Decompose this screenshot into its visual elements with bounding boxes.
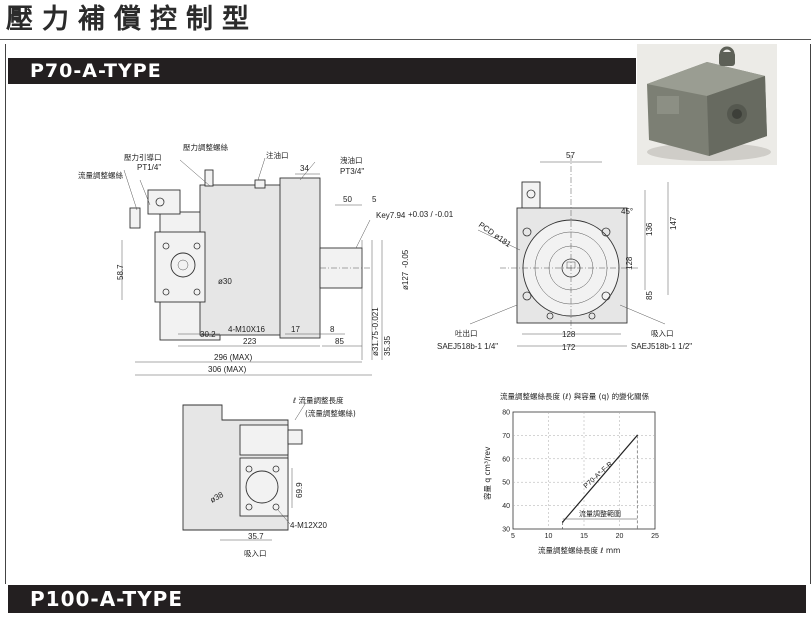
flow-capacity-chart: 流量調整螺絲長度 (ℓ) 與容量 (q) 的變化關係 5 10 15 20 25 30 40 5… (482, 391, 659, 555)
section-label-p100: P100-A-TYPE (30, 587, 183, 611)
shaft-diameter-label: ø31.75 (371, 331, 380, 356)
detail-suction-port-label: 吸入口 (244, 549, 267, 558)
pressure-adjust-screw-label: 壓力調整螺絲 (183, 142, 228, 152)
pilot-tolerance-label: -0.05 (401, 249, 410, 268)
dim-50-label: 50 (343, 195, 352, 204)
discharge-spec-label: SAEJ518b-1 1/4" (437, 342, 498, 351)
drain-size-label: PT3/4" (340, 167, 364, 176)
chart-ytick-5: 80 (502, 410, 510, 417)
pump-photo-image (637, 44, 777, 165)
key-label: Key7.94 (376, 211, 406, 220)
chart-xtick-3: 20 (616, 533, 624, 540)
dim-17-label: 17 (291, 325, 300, 334)
dim-69-9-label: 69.9 (295, 482, 304, 498)
pump-photo (637, 44, 777, 165)
dim-306-label: 306 (MAX) (208, 365, 247, 374)
discharge-port-label: 吐出口 (455, 328, 478, 338)
dim-5-label: 5 (372, 195, 377, 204)
section-header-p70: P70-A-TYPE (8, 58, 636, 84)
page-title: 壓力補償控制型 (6, 4, 258, 35)
angle-label: 45° (621, 207, 633, 216)
dim-34-label: 34 (300, 164, 309, 173)
detail-flow-adjust-screw-label: (流量調整螺絲) (305, 408, 356, 418)
chart-xtick-1: 10 (545, 533, 553, 540)
dim-85v-label: 85 (645, 291, 654, 300)
pilot-diameter-label: ø127 (401, 271, 410, 290)
section-label-p70: P70-A-TYPE (30, 60, 162, 82)
shaft-length-label: 35.35 (383, 335, 392, 356)
pressure-pilot-size-label: PT1/4" (137, 163, 161, 172)
detail-bolts-label: 4-M12X20 (290, 521, 327, 530)
section-header-p100: P100-A-TYPE (8, 585, 806, 613)
dim-128v-label: 128 (625, 256, 634, 270)
flow-adjust-screw-label: 流量調整螺絲 (78, 170, 123, 180)
flow-adjust-length-label: ℓ 流量調整長度 (292, 395, 344, 405)
chart-ytick-2: 50 (502, 480, 510, 487)
chart-range-label: 流量調整範圍 (579, 509, 621, 518)
dim-30-2-label: 30.2 (200, 330, 216, 339)
phi30-label: ø30 (218, 277, 232, 286)
side-view-drawing (121, 157, 383, 376)
drain-port-label: 洩油口 (340, 155, 363, 165)
shaft-tolerance-label: -0.021 (371, 307, 380, 330)
oil-fill-port-label: 注油口 (266, 150, 289, 160)
dim-8-label: 8 (330, 325, 335, 334)
dim-35-7-label: 35.7 (248, 532, 264, 541)
chart-xtick-0: 5 (511, 533, 515, 540)
chart-y-axis-label: 容量 q cm³/rev (482, 446, 492, 500)
title-rule (0, 39, 811, 40)
dim-147-label: 147 (669, 216, 678, 230)
dim-172-label: 172 (562, 343, 576, 352)
dim-128h-label: 128 (562, 330, 576, 339)
detail-view-drawing (182, 403, 306, 541)
front-view-drawing (469, 155, 669, 347)
dim-223-label: 223 (243, 337, 257, 346)
suction-spec-label: SAEJ518b-1 1/2" (631, 342, 692, 351)
pressure-pilot-port-label: 壓力引導口 (124, 152, 162, 162)
chart-ytick-3: 60 (502, 456, 510, 463)
chart-series-line (562, 435, 638, 523)
chart-ytick-4: 70 (502, 433, 510, 440)
dim-85-label: 85 (335, 337, 344, 346)
dim-136-label: 136 (645, 222, 654, 236)
chart-xtick-4: 25 (651, 533, 659, 540)
dim-57-label: 57 (566, 151, 575, 160)
dim-58-7-label: 58.7 (116, 264, 125, 280)
chart-ytick-0: 30 (502, 527, 510, 534)
chart-ytick-1: 40 (502, 503, 510, 510)
chart-title: 流量調整螺絲長度 (ℓ) 與容量 (q) 的變化關係 (500, 391, 650, 401)
pcd-label: PCD ø181 (477, 220, 513, 249)
suction-port-label: 吸入口 (651, 329, 674, 338)
chart-x-axis-label: 流量調整螺絲長度 ℓ mm (538, 545, 620, 555)
chart-xtick-2: 15 (580, 533, 588, 540)
side-bolts-label: 4-M10X16 (228, 325, 265, 334)
dim-296-label: 296 (MAX) (214, 353, 253, 362)
key-tolerance-label: +0.03 / -0.01 (408, 210, 454, 219)
